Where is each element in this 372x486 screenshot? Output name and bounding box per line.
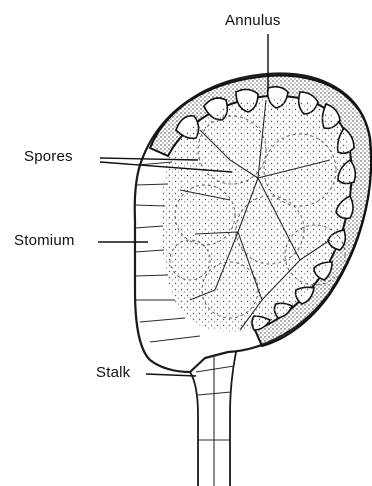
stalk-leader bbox=[146, 374, 196, 376]
stalk bbox=[190, 352, 236, 486]
stomium-label: Stomium bbox=[14, 232, 75, 249]
annulus-label: Annulus bbox=[225, 12, 281, 29]
stalk-label: Stalk bbox=[96, 364, 130, 381]
spores-label: Spores bbox=[24, 148, 73, 165]
